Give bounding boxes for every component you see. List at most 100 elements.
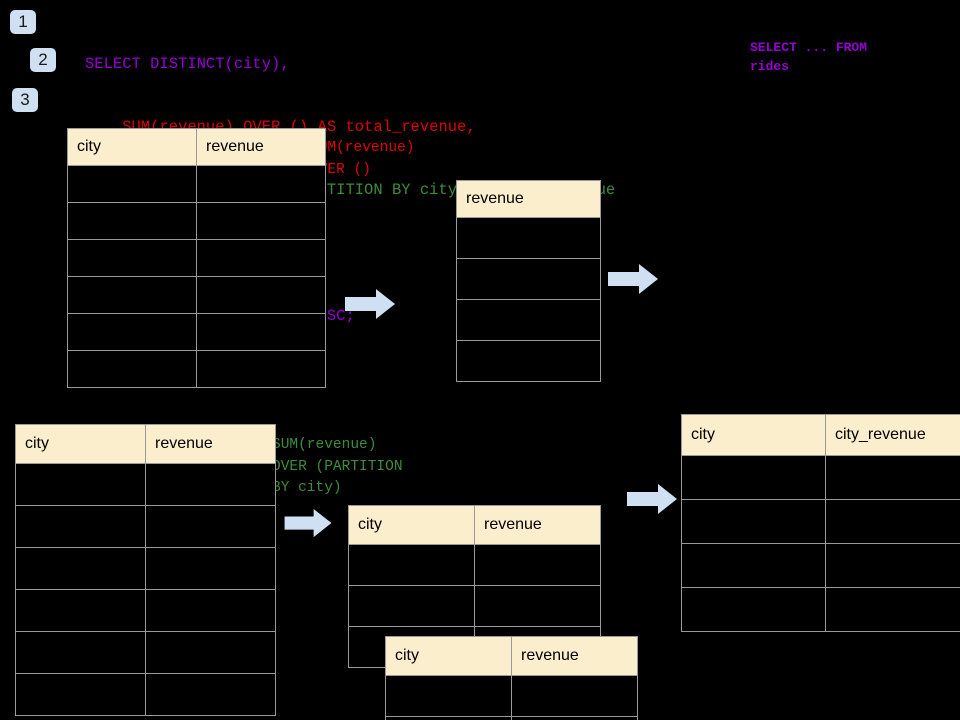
cell-revenue (511, 675, 638, 717)
column-header-city: city (15, 424, 146, 464)
cell-revenue (196, 239, 326, 277)
annotation-select-from: SELECT ... FROM rides (750, 40, 868, 74)
cell-city (681, 543, 826, 588)
cell-city (385, 675, 512, 717)
table-header-row: city revenue (385, 636, 638, 676)
arrow-right-icon (608, 264, 658, 294)
cell-revenue (474, 544, 601, 586)
cell-revenue (456, 217, 601, 259)
column-header-city: city (385, 636, 512, 676)
cell-city (681, 455, 826, 500)
table-row (348, 544, 601, 586)
annotation-sum-over-partition: SUM(revenue) OVER (PARTITION BY city) (272, 437, 403, 496)
arrow-right-icon (284, 508, 332, 538)
step-badge-2: 2 (30, 48, 56, 72)
column-header-city: city (348, 505, 475, 545)
cell-city-revenue (825, 587, 960, 632)
cell-city-revenue (825, 499, 960, 544)
table-result: city city_revenue (681, 414, 960, 632)
table-row (681, 587, 960, 632)
cell-revenue (511, 716, 638, 720)
cell-city (67, 239, 197, 277)
cell-revenue (145, 505, 276, 548)
table-header-row: revenue (456, 180, 601, 218)
column-header-revenue: revenue (145, 424, 276, 464)
cell-revenue (145, 589, 276, 632)
column-header-revenue: revenue (511, 636, 638, 676)
cell-city (15, 589, 146, 632)
cell-revenue (456, 258, 601, 300)
column-header-city-revenue: city_revenue (825, 414, 960, 456)
table-row (15, 505, 276, 548)
cell-city (67, 165, 197, 203)
table-row (456, 217, 601, 259)
table-row (15, 673, 276, 716)
cell-revenue (196, 350, 326, 388)
cell-city (15, 463, 146, 506)
table-header-row: city revenue (348, 505, 601, 545)
table-row (67, 313, 326, 351)
column-header-city: city (67, 128, 197, 166)
table-row (67, 239, 326, 277)
cell-city (67, 313, 197, 351)
table-header-row: city city_revenue (681, 414, 960, 456)
column-header-city: city (681, 414, 826, 456)
table-row (385, 716, 638, 720)
cell-city (15, 631, 146, 674)
table-row (67, 276, 326, 314)
table-row (15, 631, 276, 674)
cell-revenue (196, 313, 326, 351)
cell-revenue (456, 340, 601, 382)
table-row (681, 543, 960, 588)
arrow-right-icon (345, 289, 395, 319)
cell-city (67, 276, 197, 314)
column-header-revenue: revenue (474, 505, 601, 545)
table-row (67, 350, 326, 388)
cell-revenue (145, 463, 276, 506)
cell-city (681, 499, 826, 544)
cell-city-revenue (825, 543, 960, 588)
column-header-revenue: revenue (196, 128, 326, 166)
cell-revenue (196, 276, 326, 314)
table-row (456, 258, 601, 300)
table-source-top: city revenue (67, 128, 326, 388)
cell-city (15, 505, 146, 548)
cell-revenue (456, 299, 601, 341)
table-source-bottom: city revenue (15, 424, 276, 716)
table-row (67, 202, 326, 240)
table-row (681, 499, 960, 544)
table-row (681, 455, 960, 500)
table-row (456, 299, 601, 341)
cell-revenue (145, 631, 276, 674)
table-row (348, 585, 601, 627)
step-badge-3: 3 (12, 88, 38, 112)
cell-city (348, 585, 475, 627)
cell-revenue (196, 202, 326, 240)
table-row (67, 165, 326, 203)
table-row (15, 547, 276, 590)
table-row (385, 675, 638, 717)
sql-line-select: SELECT DISTINCT(city), (85, 55, 290, 73)
cell-city (385, 716, 512, 720)
cell-revenue (145, 673, 276, 716)
table-row (15, 463, 276, 506)
table-row (15, 589, 276, 632)
table-header-row: city revenue (67, 128, 326, 166)
arrow-right-icon (627, 484, 677, 514)
table-row (456, 340, 601, 382)
cell-revenue (474, 585, 601, 627)
cell-revenue (196, 165, 326, 203)
cell-city (348, 544, 475, 586)
cell-city (681, 587, 826, 632)
cell-city (67, 202, 197, 240)
column-header-revenue: revenue (456, 180, 601, 218)
cell-city (67, 350, 197, 388)
table-header-row: city revenue (15, 424, 276, 464)
cell-revenue (145, 547, 276, 590)
cell-city (15, 673, 146, 716)
table-total-revenue: revenue (456, 180, 601, 382)
table-partition-front: city revenue (385, 636, 638, 720)
cell-city-revenue (825, 455, 960, 500)
cell-city (15, 547, 146, 590)
